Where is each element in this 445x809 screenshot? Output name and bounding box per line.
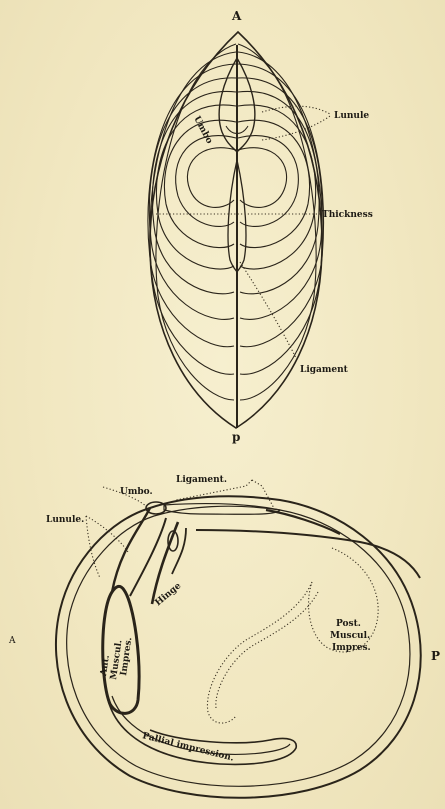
ligament-band — [164, 504, 280, 515]
dorsal-view-figure: A p Lunule Thickness Ligament Umbo — [148, 9, 373, 444]
label-pallial: Pallial impression. — [141, 731, 235, 763]
leader-ligament — [240, 262, 296, 358]
label-post-muscul-2: Muscul. — [330, 631, 370, 641]
label-ligament: Ligament — [300, 365, 349, 375]
label-hinge: Hinge — [154, 581, 184, 608]
label-ligament-2: Ligament. — [176, 475, 227, 485]
label-a-top: A — [231, 9, 242, 23]
interior-view-figure: Umbo. Ligament. Lunule. Hinge Ant. Muscu… — [8, 475, 440, 798]
growth-lines-left — [148, 44, 236, 400]
label-p-bottom: p — [232, 430, 240, 444]
label-umbo: Umbo. — [120, 487, 153, 497]
growth-lines-right — [238, 44, 324, 400]
label-thickness: Thickness — [322, 210, 373, 220]
label-p-right: P — [431, 649, 440, 663]
hinge-teeth — [112, 508, 420, 604]
label-lunule: Lunule — [334, 111, 369, 121]
label-lunule-2: Lunule. — [46, 515, 84, 525]
label-post-muscul-1: Post. — [336, 619, 361, 629]
label-a-left: A — [8, 636, 16, 646]
label-post-muscul-3: Impres. — [332, 643, 371, 653]
